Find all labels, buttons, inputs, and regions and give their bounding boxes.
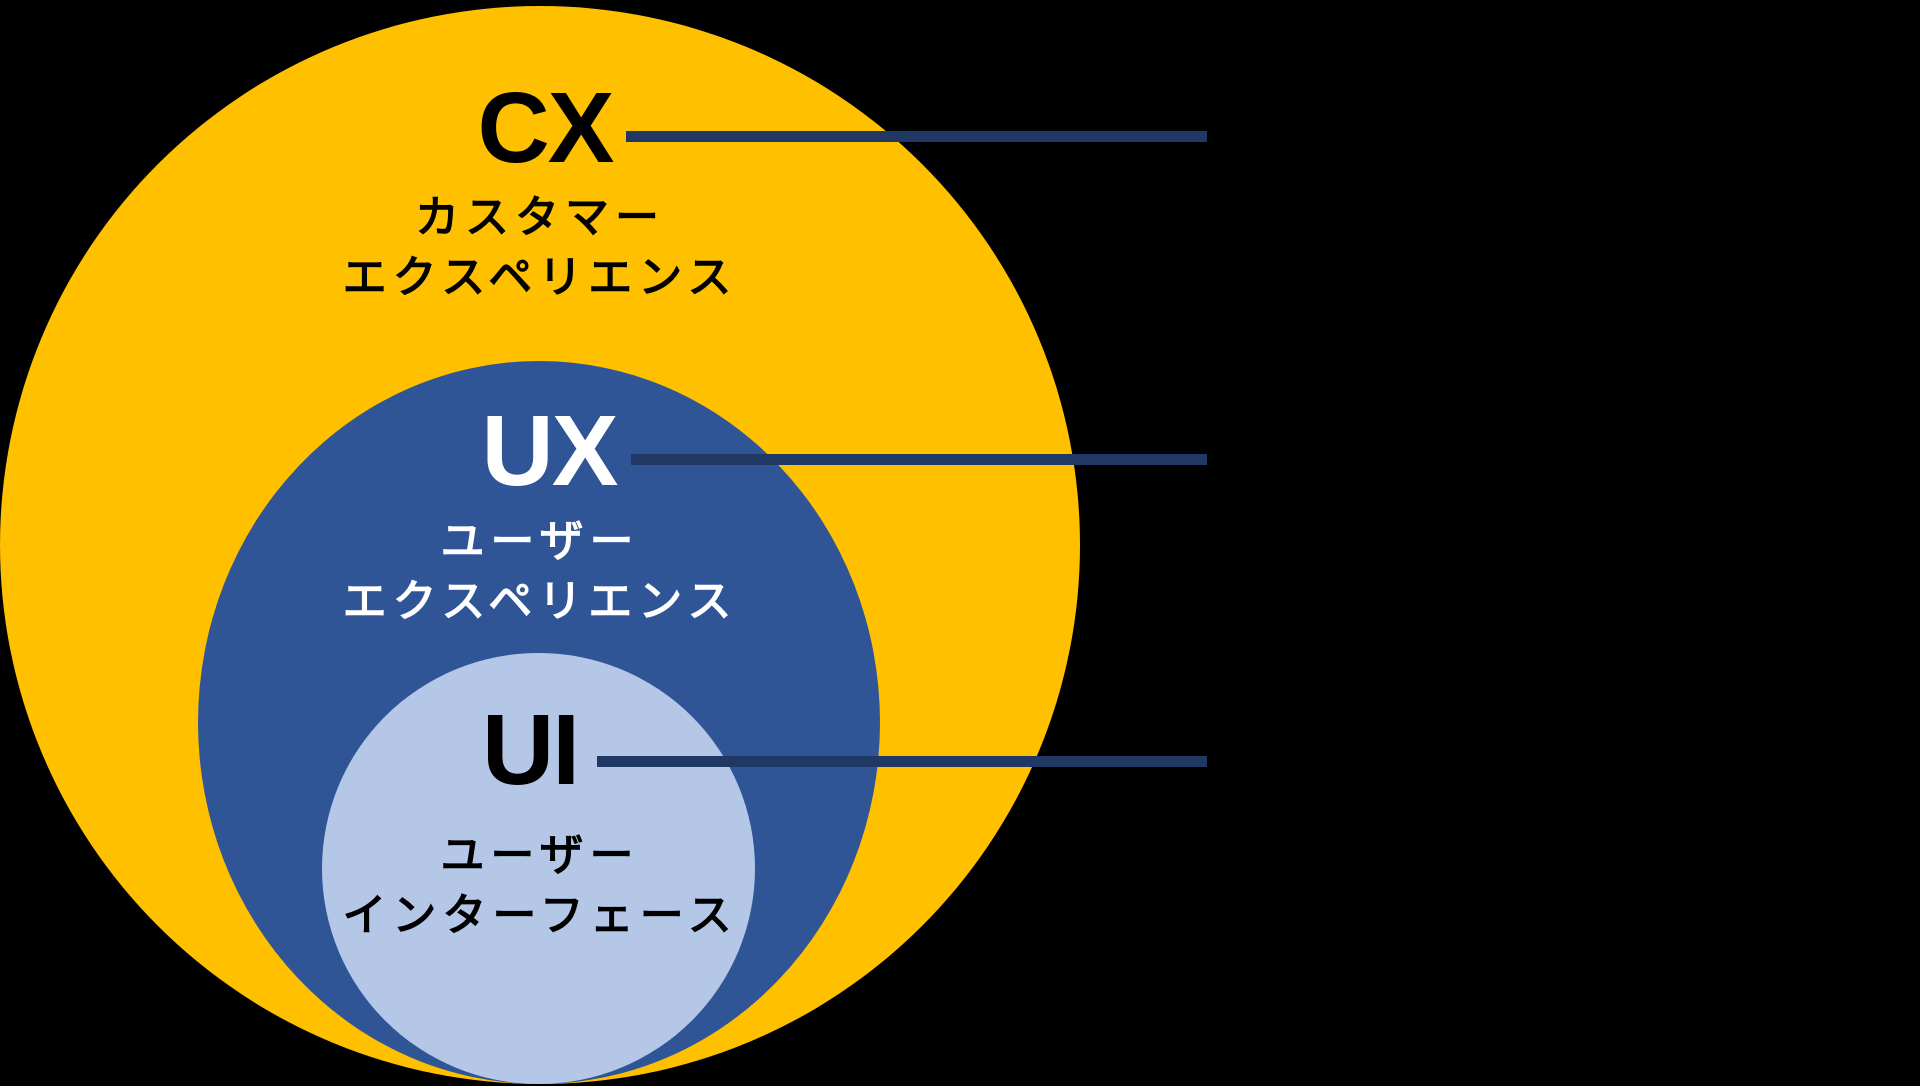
ui-label-line1: ユーザー	[440, 830, 640, 881]
ui-label: ユーザー インターフェース	[290, 826, 790, 946]
ux-connector-line	[631, 454, 1207, 465]
ux-label: ユーザー エクスペリエンス	[290, 512, 790, 632]
cx-label-line2: エクスペリエンス	[342, 252, 738, 303]
cx-label-line1: カスタマー	[415, 192, 665, 243]
cx-connector-line	[626, 131, 1207, 142]
ui-ellipse	[322, 653, 755, 1084]
ui-connector-line	[597, 756, 1207, 767]
ui-abbr: UI	[482, 694, 580, 806]
ux-label-line2: エクスペリエンス	[342, 576, 738, 627]
cx-label: カスタマー エクスペリエンス	[290, 188, 790, 308]
ux-abbr: UX	[481, 395, 619, 507]
cx-abbr: CX	[477, 72, 615, 184]
ux-label-line1: ユーザー	[440, 516, 640, 567]
ui-label-line2: インターフェース	[342, 890, 738, 941]
